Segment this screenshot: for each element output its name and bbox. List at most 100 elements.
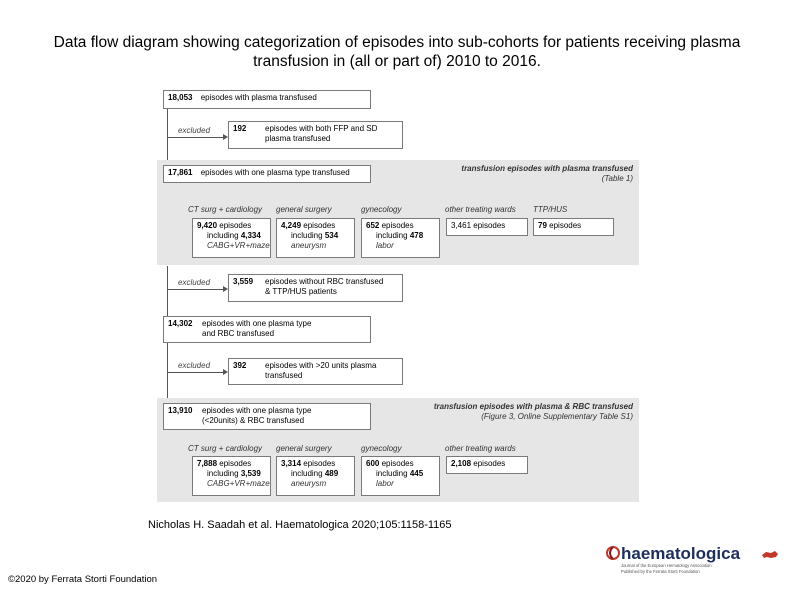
category-subcount: 489 [324,469,339,478]
category-box: 3,314 episodes including 489 aneurysm [276,456,355,496]
category-including: including [291,231,323,240]
category-including: including [291,469,323,478]
plasma-panel-note-1: transfusion episodes with plasma transfu… [461,164,633,173]
page-title: Data flow diagram showing categorization… [53,34,741,70]
plasma-rbc-text-1: episodes with one plasma type [202,406,312,415]
plasma-rbc-panel-note-2: (Figure 3, Online Supplementary Table S1… [481,412,633,421]
category-count: 2,108 [451,459,472,468]
excluded-box-3: 392 episodes with >20 units plasma trans… [228,358,403,385]
category-label: gynecology [361,205,402,214]
excluded-box-2: 3,559 episodes without RBC transfused & … [228,274,403,302]
category-subcount: 478 [409,231,424,240]
category-including: including [376,469,408,478]
category-count: 9,420 [197,221,218,230]
category-including: including [207,469,239,478]
category-box: 4,249 episodes including 534 aneurysm [276,218,355,258]
category-subgroup: labor [376,241,394,250]
one-plasma-type-text: episodes with one plasma type transfused [200,168,350,177]
category-subgroup: CABG+VR+maze [207,241,270,250]
arrow-icon [223,286,228,292]
category-subcount: 4,334 [240,231,261,240]
category-count: 7,888 [197,459,218,468]
logo-mark: haematologica Journal of the European He… [606,544,778,574]
excluded-text-2b: & TTP/HUS patients [265,287,337,296]
excluded-text-2a: episodes without RBC transfused [265,277,384,286]
logo-wordmark: haematologica [621,544,741,563]
excluded-count-2: 3,559 [233,277,254,286]
category-label: CT surg + cardiology [188,205,263,214]
category-label: gynecology [361,444,402,453]
category-unit: episodes [303,221,336,230]
category-including: including [207,231,239,240]
excluded-text-3a: episodes with >20 units plasma [265,361,377,370]
one-plasma-type-box: 17,861 episodes with one plasma type tra… [163,165,371,183]
rbc-transfused-text-1: episodes with one plasma type [202,319,312,328]
logo-swirl-inner [609,546,614,560]
category-label: other treating wards [445,205,516,214]
copyright: ©2020 by Ferrata Storti Foundation [8,574,158,585]
excluded-text-1a: episodes with both FFP and SD [265,124,378,133]
total-episodes-text: episodes with plasma transfused [200,93,317,102]
category-unit: episodes [381,459,414,468]
excluded-label-2: excluded [178,278,211,287]
plasma-panel-note: transfusion episodes with plasma transfu… [420,164,633,184]
flow-diagram: 18,053 episodes with plasma transfused e… [157,90,639,502]
logo-map-icon [762,551,778,558]
category-subgroup: labor [376,479,394,488]
excluded-text-1b: plasma transfused [265,134,331,143]
exclusion-line-3 [167,372,225,373]
rbc-transfused-box: 14,302 episodes with one plasma type and… [163,316,371,343]
excluded-label-1: excluded [178,126,211,135]
one-plasma-type-count: 17,861 [168,168,193,177]
plasma-rbc-panel-note-1: transfusion episodes with plasma & RBC t… [433,402,633,411]
rbc-transfused-text-2: and RBC transfused [202,329,275,338]
category-subgroup: CABG+VR+maze [207,479,270,488]
category-unit: episodes [473,459,506,468]
category-label: TTP/HUS [533,205,568,214]
category-box: 79 episodes [533,218,614,236]
flow-line [167,108,168,164]
citation: Nicholas H. Saadah et al. Haematologica … [148,519,452,531]
category-subgroup: aneurysm [291,479,327,488]
excluded-label-3: excluded [178,361,211,370]
logo-swirl [606,546,620,560]
exclusion-line-1 [167,137,225,138]
category-box: 600 episodes including 445 labor [361,456,440,496]
arrow-icon [223,134,228,140]
category-subcount: 3,539 [240,469,261,478]
excluded-count-1: 192 [233,124,247,133]
arrow-icon [223,369,228,375]
plasma-panel-note-2: (Table 1) [601,174,633,183]
category-count: 3,461 [451,221,472,230]
excluded-text-3b: transfused [265,371,303,380]
category-label: general surgery [276,205,332,214]
category-count: 3,314 [281,459,302,468]
category-unit: episodes [219,459,252,468]
category-unit: episodes [473,221,506,230]
rbc-transfused-count: 14,302 [168,319,193,328]
category-label: general surgery [276,444,332,453]
category-box: 2,108 episodes [446,456,528,474]
category-box: 3,461 episodes [446,218,528,236]
category-subgroup: aneurysm [291,241,327,250]
total-episodes-box: 18,053 episodes with plasma transfused [163,90,371,109]
plasma-rbc-text-2: (<20units) & RBC transfused [202,416,305,425]
category-count: 4,249 [281,221,302,230]
category-box: 7,888 episodes including 3,539 CABG+VR+m… [192,456,271,496]
logo-tagline-2: Published by the Ferrata Storti Foundati… [621,569,700,574]
category-count: 600 [366,459,380,468]
category-unit: episodes [303,459,336,468]
category-subcount: 534 [324,231,339,240]
logo-tagline: Journal of the European Hematology Assoc… [621,563,712,568]
category-box: 9,420 episodes including 4,334 CABG+VR+m… [192,218,271,258]
excluded-box-1: 192 episodes with both FFP and SD plasma… [228,121,403,149]
plasma-rbc-box: 13,910 episodes with one plasma type (<2… [163,403,371,430]
haematologica-logo: haematologica Journal of the European He… [604,543,784,577]
exclusion-line-2 [167,289,225,290]
excluded-count-3: 392 [233,361,247,370]
category-count: 652 [366,221,380,230]
category-label: other treating wards [445,444,516,453]
category-subcount: 445 [409,469,424,478]
category-count: 79 [538,221,547,230]
plasma-rbc-panel-note: transfusion episodes with plasma & RBC t… [390,402,633,422]
